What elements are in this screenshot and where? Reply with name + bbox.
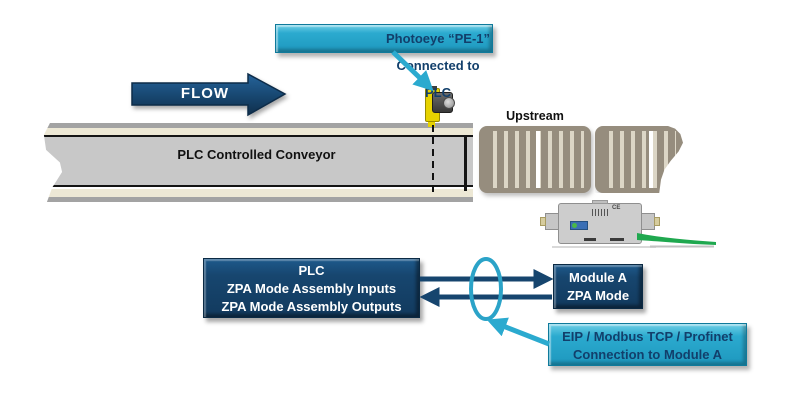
module-logo-dot <box>572 223 577 228</box>
conveyor-label: PLC Controlled Conveyor <box>177 147 336 162</box>
module-right-plug <box>654 217 660 226</box>
upstream-roller-section-1 <box>479 126 591 193</box>
flow-arrow <box>131 72 287 117</box>
roller-stripes <box>486 131 584 188</box>
module-shadow <box>552 246 656 248</box>
eip-callout-arrow <box>486 317 550 347</box>
photoeye-sensor-icon <box>425 86 455 127</box>
conveyor-belt-surface <box>43 137 473 187</box>
module-print-mark <box>584 238 596 241</box>
module-left-plug <box>540 217 546 226</box>
module-print-mark <box>610 238 624 241</box>
module-logo-chip <box>570 221 588 230</box>
module-a-line1: Module A <box>568 270 627 285</box>
eip-callout: EIP / Modbus TCP / Profinet Connection t… <box>548 323 747 366</box>
upstream-roller-section-2 <box>595 126 683 193</box>
ce-mark: CE <box>612 205 621 211</box>
photoeye-lens <box>443 97 455 109</box>
green-cable <box>637 233 716 245</box>
flow-arrow-shape <box>131 72 287 117</box>
conveyor-bottom-rail <box>43 197 473 202</box>
roller-stripes <box>602 131 676 188</box>
conveyor-top-rail <box>43 123 473 128</box>
eip-callout-line1: EIP / Modbus TCP / Profinet <box>562 329 733 344</box>
connection-ellipse <box>469 257 503 321</box>
photoeye-callout: Photoeye “PE-1” Connected to PLC <box>275 24 493 100</box>
module-left-connector <box>545 213 559 230</box>
plc-box-line3: ZPA Mode Assembly Outputs <box>221 299 402 314</box>
conveyor-bottom-edge <box>43 189 473 197</box>
plc-box: PLC ZPA Mode Assembly Inputs ZPA Mode As… <box>203 258 420 318</box>
module-right-connector <box>641 213 655 230</box>
roller-highlight-stripe <box>536 131 540 188</box>
plc-box-line1: PLC <box>298 263 325 278</box>
plc-box-line2: ZPA Mode Assembly Inputs <box>226 281 397 296</box>
eip-callout-line2: Connection to Module A <box>573 347 722 362</box>
module-top-tab <box>592 200 608 204</box>
module-a-line2: ZPA Mode <box>566 288 630 303</box>
conveyor-end-border <box>464 135 467 191</box>
conveyor-top-edge <box>43 128 473 137</box>
flow-label: FLOW <box>180 85 230 102</box>
plc-conveyor: PLC Controlled Conveyor <box>43 123 473 202</box>
module-pins <box>592 209 608 216</box>
photoeye-callout-text: Photoeye “PE-1” Connected to PLC <box>385 31 491 100</box>
photoeye-mount <box>428 122 435 127</box>
module-a-box: Module A ZPA Mode <box>553 264 643 309</box>
roller-highlight-stripe <box>649 131 653 188</box>
upstream-label: Upstream <box>506 109 564 123</box>
